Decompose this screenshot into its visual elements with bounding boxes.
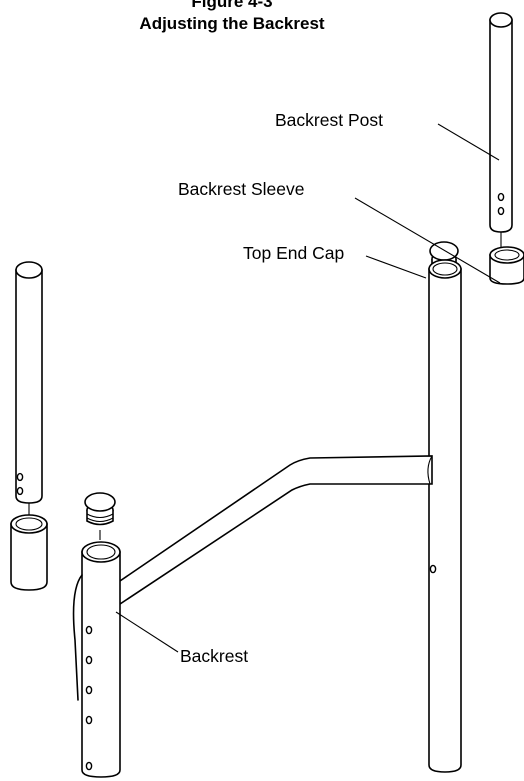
leader-backrest	[115, 611, 179, 653]
leader-backrest-sleeve	[354, 197, 501, 284]
figure-title: Adjusting the Backrest	[139, 14, 325, 33]
figure-number: Figure 4-3	[191, 0, 273, 11]
label-backrest: Backrest	[180, 646, 249, 666]
left-backrest-post	[15, 261, 43, 515]
label-backrest-post: Backrest Post	[275, 110, 383, 130]
right-backrest-sleeve	[489, 246, 524, 285]
right-backrest-post	[489, 12, 513, 248]
label-top-end-cap: Top End Cap	[243, 243, 345, 263]
left-top-end-cap	[84, 492, 116, 540]
leader-top-end-cap	[365, 255, 427, 279]
leader-backrest-post	[437, 123, 500, 161]
left-backrest-sleeve	[10, 514, 48, 591]
label-backrest-sleeve: Backrest Sleeve	[178, 179, 305, 199]
backrest-frame	[72, 259, 462, 778]
